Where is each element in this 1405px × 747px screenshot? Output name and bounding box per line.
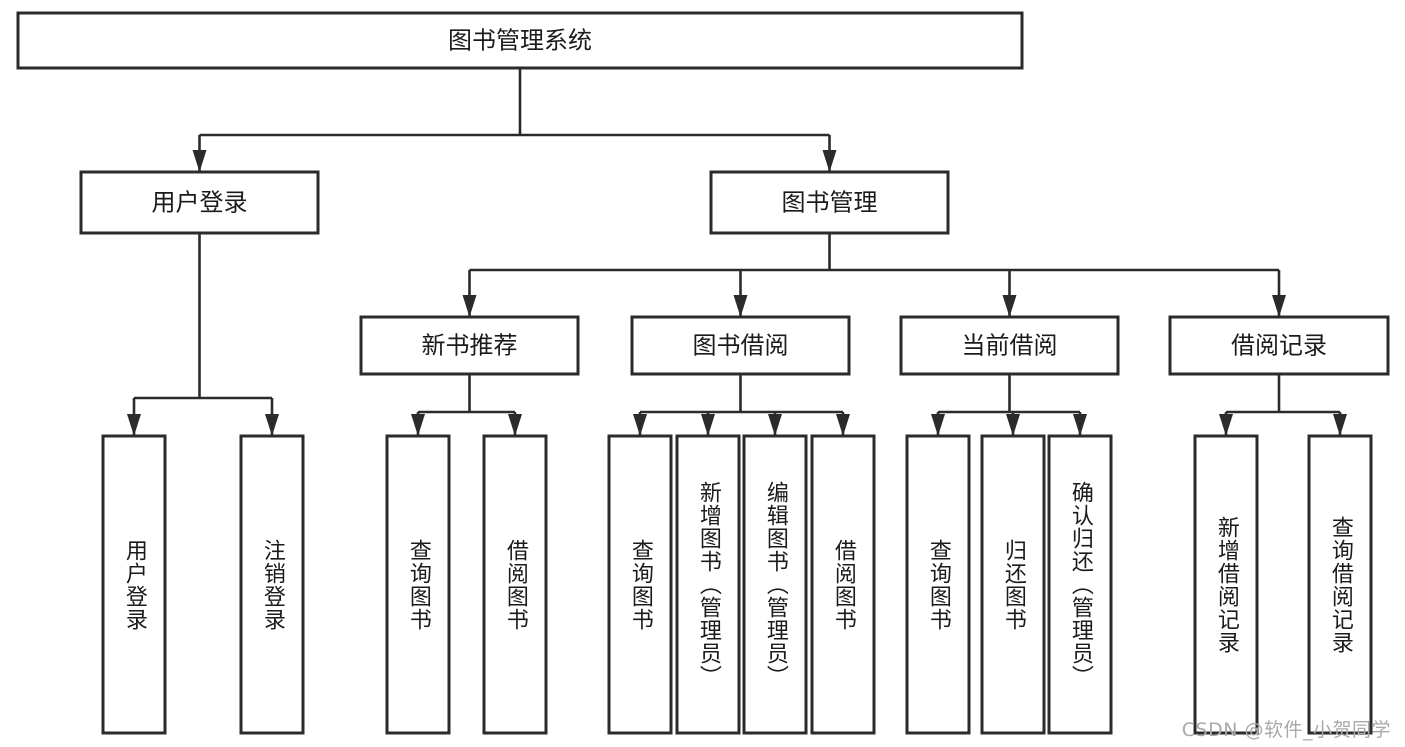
arrow-head-icon [836, 414, 850, 436]
arrow-head-icon [1073, 414, 1087, 436]
arrow-head-icon [127, 414, 141, 436]
node-borrow-record[interactable] [1168, 315, 1390, 376]
node-leaf-confirm-return[interactable] [1047, 434, 1113, 735]
node-new-book-rec[interactable] [359, 315, 580, 376]
arrow-head-icon [462, 295, 477, 317]
node-leaf-query-book-3[interactable] [905, 434, 971, 735]
node-leaf-add-book[interactable] [675, 434, 741, 735]
arrow-head-icon [822, 150, 837, 172]
node-leaf-user-login[interactable] [101, 434, 167, 735]
node-current-borrow[interactable] [899, 315, 1120, 376]
arrow-head-icon [1272, 295, 1286, 317]
node-leaf-query-record[interactable] [1307, 434, 1373, 735]
node-leaf-edit-book[interactable] [742, 434, 808, 735]
arrow-head-icon [192, 150, 207, 172]
arrow-head-icon [508, 414, 522, 436]
node-label-current-borrow: 当前借阅 [962, 332, 1058, 360]
node-label-borrow-record: 借阅记录 [1231, 332, 1327, 360]
arrow-head-icon [1002, 295, 1017, 317]
node-label-new-book-rec: 新书推荐 [422, 332, 518, 360]
arrow-head-icon [701, 414, 715, 436]
node-user-login[interactable] [79, 170, 320, 235]
node-leaf-borrow-book-2[interactable] [810, 434, 876, 735]
arrow-head-icon [768, 414, 782, 436]
csdn-watermark: CSDN @软件_小贺同学 [1181, 719, 1391, 741]
arrow-head-icon [411, 414, 425, 436]
node-leaf-query-book-1[interactable] [385, 434, 451, 735]
arrow-head-icon [265, 414, 279, 436]
arrow-head-icon [931, 414, 945, 436]
node-leaf-query-book-2[interactable] [607, 434, 673, 735]
arrow-head-icon [1219, 414, 1233, 436]
node-label-user-login: 用户登录 [152, 189, 248, 217]
arrow-head-icon [633, 414, 647, 436]
node-book-borrow[interactable] [630, 315, 851, 376]
node-label-undefined: 图书管理系统 [448, 27, 592, 55]
node-label-book-manage: 图书管理 [782, 189, 878, 217]
node-leaf-add-record[interactable] [1193, 434, 1259, 735]
arrow-head-icon [733, 295, 748, 317]
arrow-head-icon [1006, 414, 1020, 436]
node-leaf-return-book[interactable] [980, 434, 1046, 735]
node-leaf-borrow-book-1[interactable] [482, 434, 548, 735]
connector-layer [127, 68, 1347, 436]
node-label-book-borrow: 图书借阅 [693, 332, 789, 360]
node-leaf-logout[interactable] [239, 434, 305, 735]
arrow-head-icon [1333, 414, 1347, 436]
node-undefined[interactable] [16, 11, 1024, 70]
node-book-manage[interactable] [709, 170, 950, 235]
